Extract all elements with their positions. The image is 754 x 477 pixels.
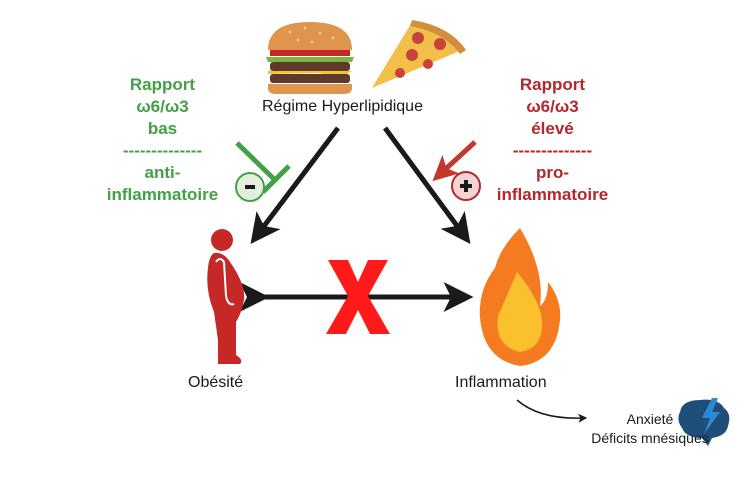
arrow-diet-to-inflammation <box>382 126 471 245</box>
left-annotation: Rapport ω6/ω3 bas -------------- anti- i… <box>100 74 225 206</box>
blocked-x-icon <box>326 260 390 334</box>
arrow-to-outcome <box>516 399 588 423</box>
right-annotation-effect: pro- <box>535 163 570 182</box>
outcome-label: Anxieté Déficits mnésiques <box>590 410 710 448</box>
brain-lightning-icon <box>678 398 730 446</box>
top-node-label: Régime Hyperlipidique <box>262 98 423 115</box>
right-annotation-line: élevé <box>531 119 574 138</box>
left-annotation-line: bas <box>147 119 178 138</box>
outcome-line: Anxieté <box>626 411 674 427</box>
left-node-label: Obésité <box>188 374 244 391</box>
right-annotation: Rapport ω6/ω3 élevé -------------- pro- … <box>490 74 615 206</box>
left-annotation-line: Rapport <box>129 75 196 94</box>
burger-icon <box>266 22 354 94</box>
left-annotation-effect: inflammatoire <box>106 185 219 204</box>
arrow-diet-to-obesity <box>250 126 340 244</box>
left-annotation-effect: anti- <box>144 163 181 182</box>
activation-connector <box>432 140 477 182</box>
outcome-line: Déficits mnésiques <box>591 430 709 446</box>
left-annotation-divider: -------------- <box>122 141 203 160</box>
right-annotation-effect: inflammatoire <box>496 185 609 204</box>
right-annotation-line: ω6/ω3 <box>526 97 579 116</box>
minus-badge <box>235 172 265 202</box>
right-annotation-divider: -------------- <box>512 141 593 160</box>
plus-badge <box>451 171 481 201</box>
pizza-icon <box>372 20 466 88</box>
right-annotation-line: Rapport <box>519 75 586 94</box>
obese-person-icon <box>207 229 245 364</box>
inhibition-connector <box>235 141 291 194</box>
right-node-label: Inflammation <box>455 374 547 391</box>
left-annotation-line: ω6/ω3 <box>136 97 189 116</box>
fire-icon <box>479 228 561 366</box>
